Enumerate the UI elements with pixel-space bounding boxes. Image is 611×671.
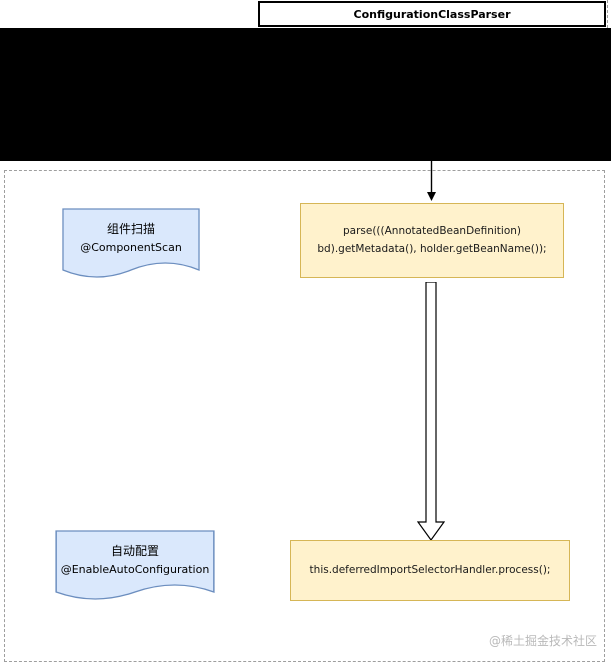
note-title: 组件扫描 xyxy=(106,222,155,236)
document-shape-icon xyxy=(55,530,215,600)
redacted-black-region xyxy=(0,28,611,161)
note-component-scan: 组件扫描 @ComponentScan xyxy=(62,208,200,292)
code-text-process: this.deferredImportSelectorHandler.proce… xyxy=(309,563,551,576)
dashed-border-fragment xyxy=(607,0,608,28)
document-shape-icon xyxy=(62,208,200,278)
note-title: 自动配置 xyxy=(110,544,159,558)
code-text-parse: parse(((AnnotatedBeanDefinition) bd).get… xyxy=(317,224,547,255)
watermark: @稀土掘金技术社区 xyxy=(488,634,597,648)
code-box-parse: parse(((AnnotatedBeanDefinition) bd).get… xyxy=(300,203,564,278)
note-text: 组件扫描 @ComponentScan xyxy=(62,220,200,254)
class-title-box: ConfigurationClassParser xyxy=(258,1,606,27)
hollow-down-arrow-icon xyxy=(417,282,445,541)
note-subtitle: @EnableAutoConfiguration xyxy=(60,563,210,576)
note-text: 自动配置 @EnableAutoConfiguration xyxy=(55,542,215,576)
note-auto-configuration: 自动配置 @EnableAutoConfiguration xyxy=(55,530,215,614)
class-title: ConfigurationClassParser xyxy=(353,7,511,21)
code-box-process: this.deferredImportSelectorHandler.proce… xyxy=(290,540,570,601)
down-arrow-icon xyxy=(427,160,436,201)
note-subtitle: @ComponentScan xyxy=(80,241,182,254)
